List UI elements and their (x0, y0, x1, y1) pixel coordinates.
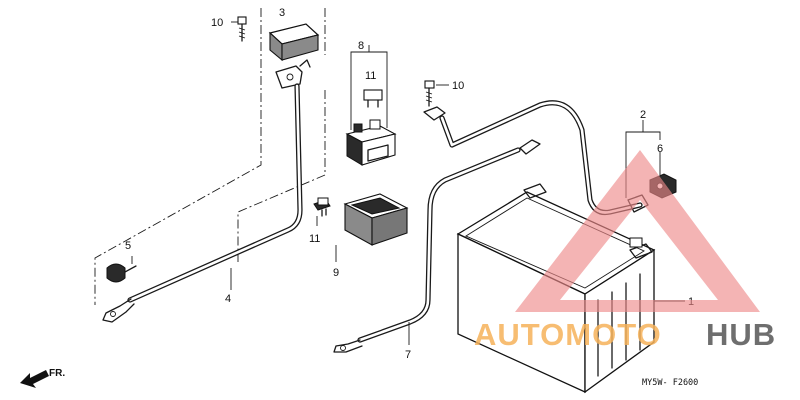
group-boundary-left (94, 8, 326, 305)
direction-label: FR. (49, 368, 65, 379)
callout-9: 9 (333, 267, 339, 279)
fuse-icon (363, 89, 383, 108)
lug-hole (286, 73, 294, 81)
callout-11: 11 (365, 70, 376, 82)
terminal-lug-positive-end (519, 139, 541, 155)
front-direction-arrow-icon (20, 370, 49, 388)
terminal-lug-bottom (102, 298, 135, 323)
fuse-icon (313, 197, 331, 217)
callout-10: 10 (452, 80, 464, 92)
watermark-text-a: AUTOMOTO (474, 317, 662, 352)
callout-4: 4 (225, 293, 231, 305)
drawing-code: MY5W- F2600 (642, 378, 698, 388)
callout-2: 2 (640, 109, 646, 121)
relay-icon (345, 119, 397, 166)
screw-icon (424, 80, 435, 107)
negative-cable (127, 83, 303, 303)
callout-5: 5 (125, 240, 131, 252)
watermark-logo: AUTOMOTO HUB (474, 150, 776, 352)
terminal-lug-positive (333, 339, 363, 353)
watermark-text-b: HUB (706, 317, 776, 352)
callout-8: 8 (358, 40, 364, 52)
terminal-lug-upper (423, 106, 446, 121)
screw-icon (237, 16, 247, 42)
cover-pad-icon (268, 23, 320, 62)
relay-holder-icon (343, 193, 409, 246)
bolt-icon (106, 263, 137, 283)
terminal-lug-top (275, 59, 311, 89)
part-group-positive-cable (333, 139, 541, 353)
callout-7: 7 (405, 349, 411, 361)
part-group-relay (313, 45, 409, 262)
callout-11: 11 (309, 233, 320, 245)
callout-6: 6 (657, 143, 663, 155)
battery-icon (456, 183, 656, 394)
part-group-negative-cable (94, 8, 326, 323)
callout-10: 10 (211, 17, 223, 29)
callout-3: 3 (279, 7, 285, 19)
